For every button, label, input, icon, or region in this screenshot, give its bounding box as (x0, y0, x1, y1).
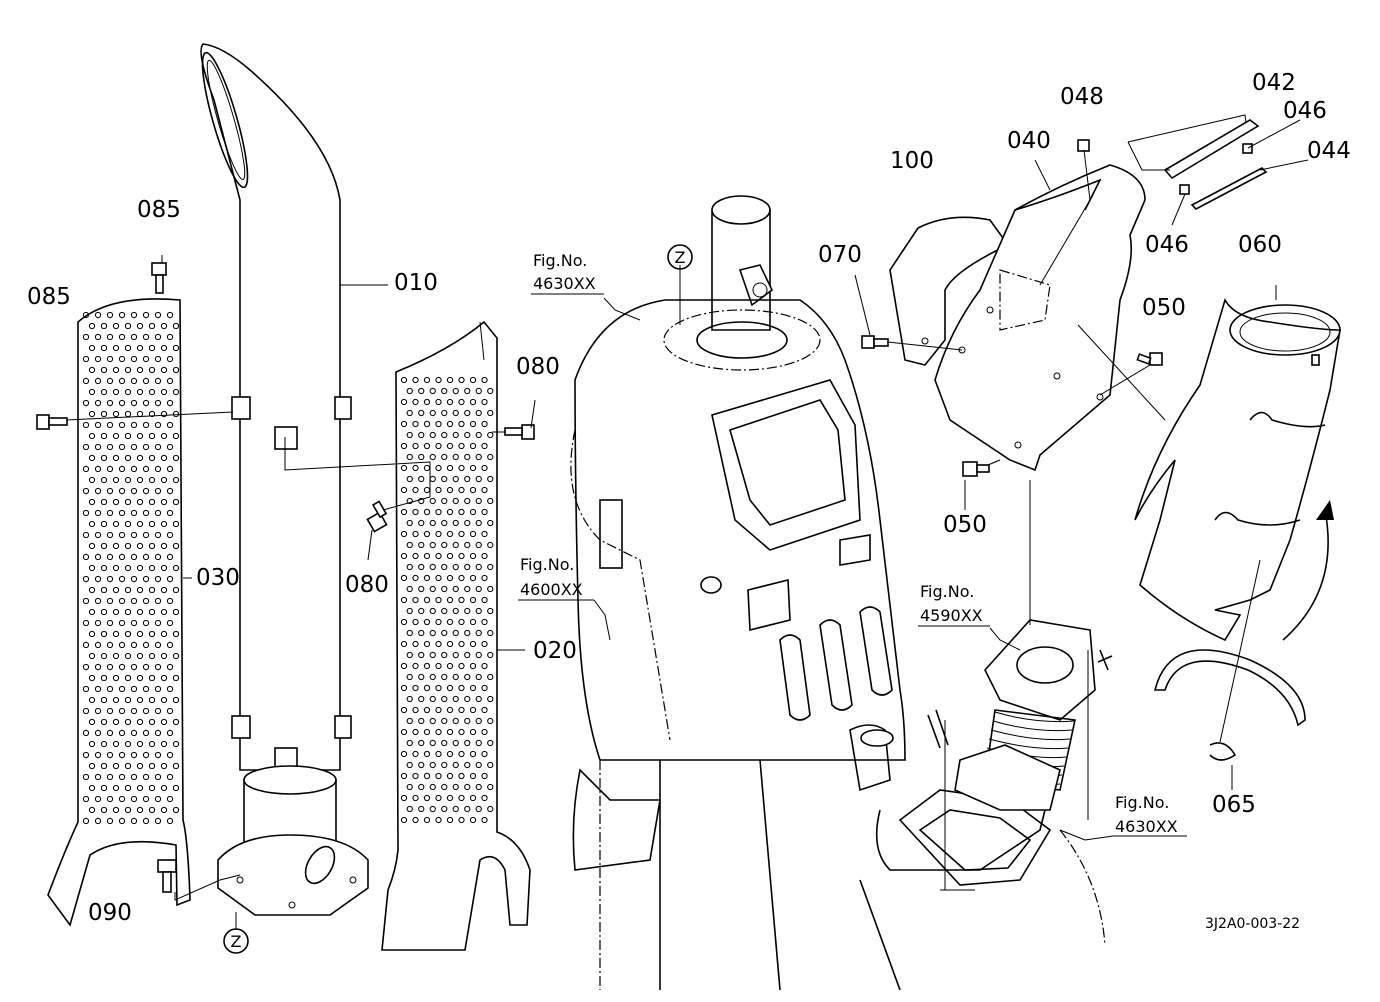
flex-bellows (927, 619, 1113, 811)
bolt-080-mid (366, 500, 388, 533)
z-marker-top: Z (667, 244, 693, 270)
bolt-090 (157, 859, 177, 893)
fig-ref-4590: 4590XX (920, 606, 983, 625)
engine-housing (570, 195, 1106, 991)
drawing-code: 3J2A0-003-22 (1205, 916, 1300, 932)
svg-text:Z: Z (675, 248, 686, 267)
label-065: 065 (1212, 792, 1256, 818)
label-042: 042 (1252, 70, 1296, 96)
cylinder-shield-060 (1134, 297, 1341, 642)
bracket-042 (1163, 119, 1260, 180)
label-080-right: 080 (516, 354, 560, 380)
label-085-top: 085 (137, 197, 181, 223)
fig-ref-prefix: Fig.No. (520, 555, 574, 574)
label-070: 070 (818, 242, 862, 268)
perforation-holes (82, 311, 180, 825)
bolt-085-left (36, 414, 68, 430)
label-100: 100 (890, 148, 934, 174)
part-labels: 010 020 030 040 042 044 046 046 048 050 … (27, 70, 1351, 926)
label-030: 030 (196, 565, 240, 591)
label-060: 060 (1238, 232, 1282, 258)
bolt-080-right (504, 424, 535, 440)
bolt-050-left (962, 461, 990, 477)
label-010: 010 (394, 270, 438, 296)
perforation-holes (400, 376, 494, 824)
label-040: 040 (1007, 128, 1051, 154)
washer-046-a (1242, 143, 1253, 154)
arc-arrow (1282, 500, 1334, 641)
figure-refs: Fig.No. 4630XX Fig.No. 4600XX Fig.No. 45… (518, 251, 1187, 837)
bolt-085-top (151, 262, 167, 294)
bolt-050-right (1136, 352, 1163, 366)
z-marker-bottom: Z (223, 928, 249, 954)
nut-048 (1077, 139, 1090, 152)
label-090: 090 (88, 900, 132, 926)
washer-046-b (1179, 184, 1190, 195)
perforated-guard-020 (381, 320, 531, 951)
fig-ref-4630-bottom: 4630XX (1115, 817, 1178, 836)
fig-ref-prefix: Fig.No. (920, 582, 974, 601)
fig-ref-4630-top: 4630XX (533, 274, 596, 293)
label-020: 020 (533, 638, 577, 664)
label-085-left: 085 (27, 284, 71, 310)
label-050-right: 050 (1142, 295, 1186, 321)
label-046-top: 046 (1283, 98, 1327, 124)
label-050-left: 050 (943, 512, 987, 538)
label-080-left: 080 (345, 572, 389, 598)
fig-ref-prefix: Fig.No. (533, 251, 587, 270)
svg-text:Z: Z (231, 932, 242, 951)
label-046-bottom: 046 (1145, 232, 1189, 258)
exhaust-pipe-010 (200, 43, 369, 916)
bracket-044 (1190, 167, 1268, 210)
label-048: 048 (1060, 84, 1104, 110)
leader-lines (66, 114, 1309, 930)
fig-ref-prefix: Fig.No. (1115, 793, 1169, 812)
label-044: 044 (1307, 138, 1351, 164)
fig-ref-4600: 4600XX (520, 580, 583, 599)
heat-shield-040 (934, 164, 1146, 472)
clamp-band-065 (1153, 649, 1306, 761)
perforated-guard-030 (47, 298, 191, 927)
